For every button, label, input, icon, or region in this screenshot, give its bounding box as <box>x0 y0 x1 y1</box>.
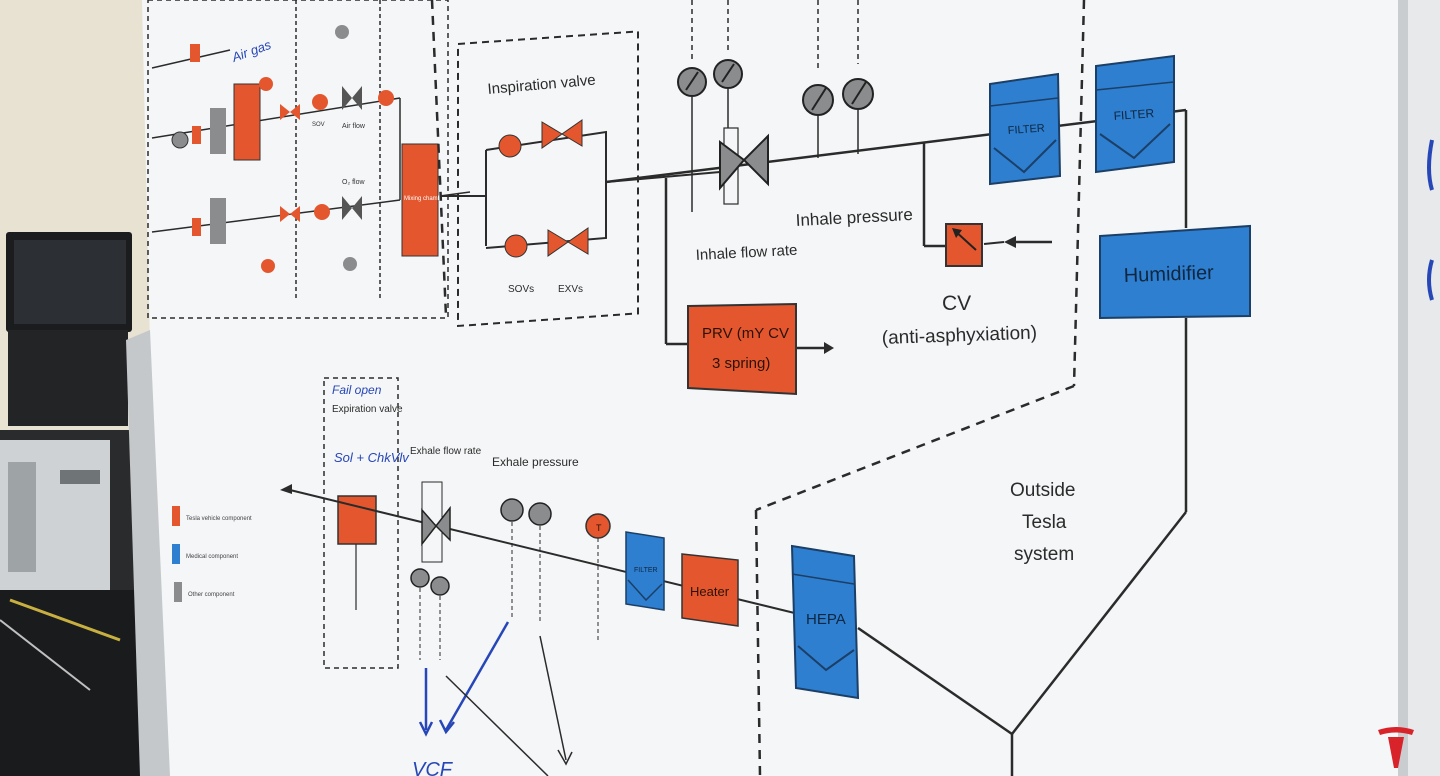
system-boundary <box>430 0 1086 776</box>
hepa-label: HEPA <box>806 611 846 628</box>
outside-label-3: system <box>1014 544 1074 565</box>
expiration-valve-box <box>323 377 399 669</box>
handwritten-sol-chkvlv: Sol + ChkVlv <box>334 450 410 465</box>
hepa-divider <box>791 573 855 585</box>
legend-swatch-tesla <box>172 506 180 526</box>
filter-1-label: FILTER <box>1007 122 1045 137</box>
temperature-sensor-label: T <box>596 523 602 533</box>
inspiration-valve-box <box>457 30 639 328</box>
marker-black-lines-bottom <box>445 635 573 776</box>
filter-small-v <box>627 579 663 602</box>
sov-small-label: SOV <box>312 122 325 128</box>
whiteboard-frame-left <box>126 330 170 776</box>
legend-label-tesla: Tesla vehicle component <box>186 516 252 522</box>
legend-swatch-medical <box>172 544 180 564</box>
inhale-venturi-right <box>742 133 769 187</box>
handwritten-arrows <box>418 621 510 737</box>
inhale-main-line <box>605 108 1188 512</box>
legend-label-other: Other component <box>188 592 235 598</box>
outside-system-lines <box>857 511 1187 776</box>
exhale-main-line <box>289 489 857 629</box>
handwritten-vcf: VCF <box>412 759 454 776</box>
prv-label-line2: 3 spring) <box>712 355 770 372</box>
outside-label-1: Outside <box>1010 480 1075 501</box>
sov-upper <box>498 134 522 158</box>
filter-2-label: FILTER <box>1113 106 1155 123</box>
cv-to-box-line <box>983 241 1005 245</box>
exv-upper-left <box>541 121 563 149</box>
prv-label-line1: PRV (mY CV <box>702 325 789 342</box>
exv-lower-right <box>567 227 589 255</box>
inhale-flow-rate-label: Inhale flow rate <box>695 242 797 264</box>
whiteboard-right-edge <box>1404 0 1440 776</box>
check-valve-arrowhead <box>952 228 962 238</box>
exv-upper-right <box>561 119 583 147</box>
filter-small-label: FILTER <box>634 567 658 574</box>
humidifier-label: Humidifier <box>1123 262 1214 287</box>
inhale-pressure-sensor <box>802 0 874 158</box>
filter-2 <box>1095 54 1175 174</box>
o2-flow-label: O₂ flow <box>342 179 366 186</box>
mixing-chamber-label: Mixing chamber <box>404 196 446 202</box>
exhale-pressure-sensor <box>500 498 552 624</box>
expiration-valve-label: Expiration valve <box>332 404 403 415</box>
outside-label-2: Tesla <box>1022 512 1067 533</box>
exhale-flow-rate-label: Exhale flow rate <box>410 446 482 457</box>
tesla-logo <box>1378 727 1414 768</box>
humidifier-box <box>1099 224 1251 320</box>
heater-label: Heater <box>690 584 730 599</box>
whiteboard-right-frame <box>1398 0 1408 776</box>
sov-lower <box>504 234 528 258</box>
heater-box <box>681 553 739 627</box>
filter-1 <box>989 72 1062 186</box>
legend-swatch-other <box>174 582 182 602</box>
exv-lower-left <box>547 229 569 257</box>
inhale-flow-sensor <box>677 0 769 212</box>
marker-blue-stroke-right <box>1427 139 1434 301</box>
gas-supply-components <box>171 25 439 273</box>
sovs-label: SOVs <box>508 284 534 295</box>
legend-label-medical: Medical component <box>186 554 238 560</box>
inhale-venturi-left <box>719 140 746 191</box>
background-monitor <box>0 232 140 776</box>
exhale-outlet-arrow <box>280 484 292 494</box>
prv-box <box>687 302 797 396</box>
exhale-flow-sensor <box>410 481 451 660</box>
cv-inlet-arrowhead <box>1004 236 1016 248</box>
hepa-v <box>797 645 855 672</box>
mixing-chamber-box <box>401 143 439 257</box>
legend: Tesla vehicle component Medical componen… <box>172 506 252 602</box>
cv-label: CV <box>942 292 971 315</box>
exhale-pressure-label: Exhale pressure <box>492 455 579 469</box>
check-valve-box <box>945 223 983 267</box>
handwritten-fail-open: Fail open <box>332 383 382 397</box>
air-flow-label: Air flow <box>342 123 366 130</box>
prv-arrowhead <box>824 342 834 354</box>
exvs-label: EXVs <box>558 284 583 295</box>
